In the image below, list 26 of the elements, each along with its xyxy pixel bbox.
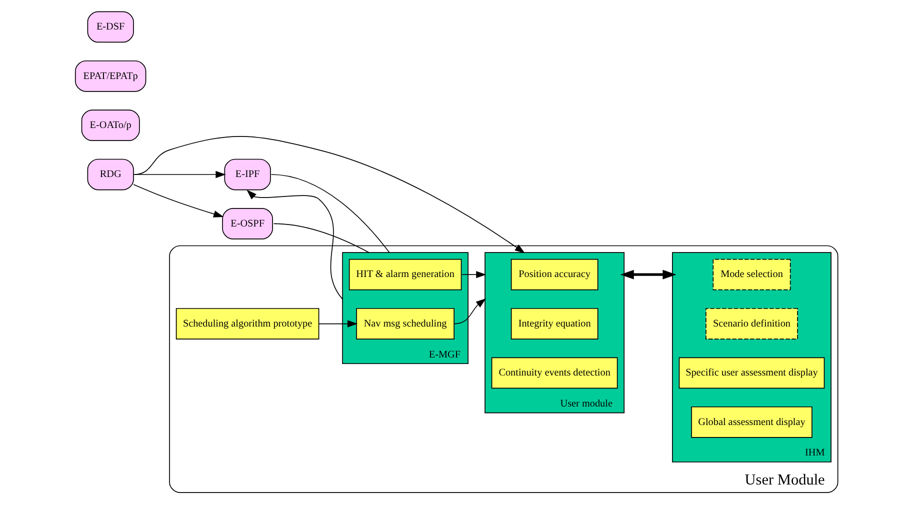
node-box: E-IPF: [224, 158, 270, 190]
node-box: E-OATo/p: [80, 110, 140, 142]
node-box: Scenario definition: [705, 308, 798, 340]
node-box: Position accuracy: [510, 258, 598, 290]
arrow: [461, 271, 486, 278]
node-box: RDG: [86, 158, 134, 190]
arrow: [454, 298, 486, 324]
arrow: [133, 136, 524, 254]
node-box: Global assessment display: [690, 406, 812, 438]
node-box: Scheduling algorithm prototype: [175, 308, 319, 340]
connector: [272, 223, 369, 253]
connector: [270, 174, 390, 253]
node-box: HIT & alarm generation: [348, 258, 462, 290]
node-box: Integrity equation: [510, 308, 598, 340]
node-box: EPAT/EPATp: [74, 60, 146, 92]
node-box: E-DSF: [86, 11, 134, 43]
node-box: E-OSPF: [222, 208, 272, 240]
arrow: [620, 270, 676, 280]
node-box: Nav msg scheduling: [356, 308, 454, 340]
arrow: [318, 320, 358, 328]
node-box: Continuity events detection: [490, 357, 618, 389]
node-box: Specific user assessment display: [678, 357, 824, 389]
arrow: [246, 190, 342, 300]
arrow: [132, 184, 224, 218]
arrow: [132, 170, 226, 178]
node-box: Mode selection: [712, 258, 790, 290]
